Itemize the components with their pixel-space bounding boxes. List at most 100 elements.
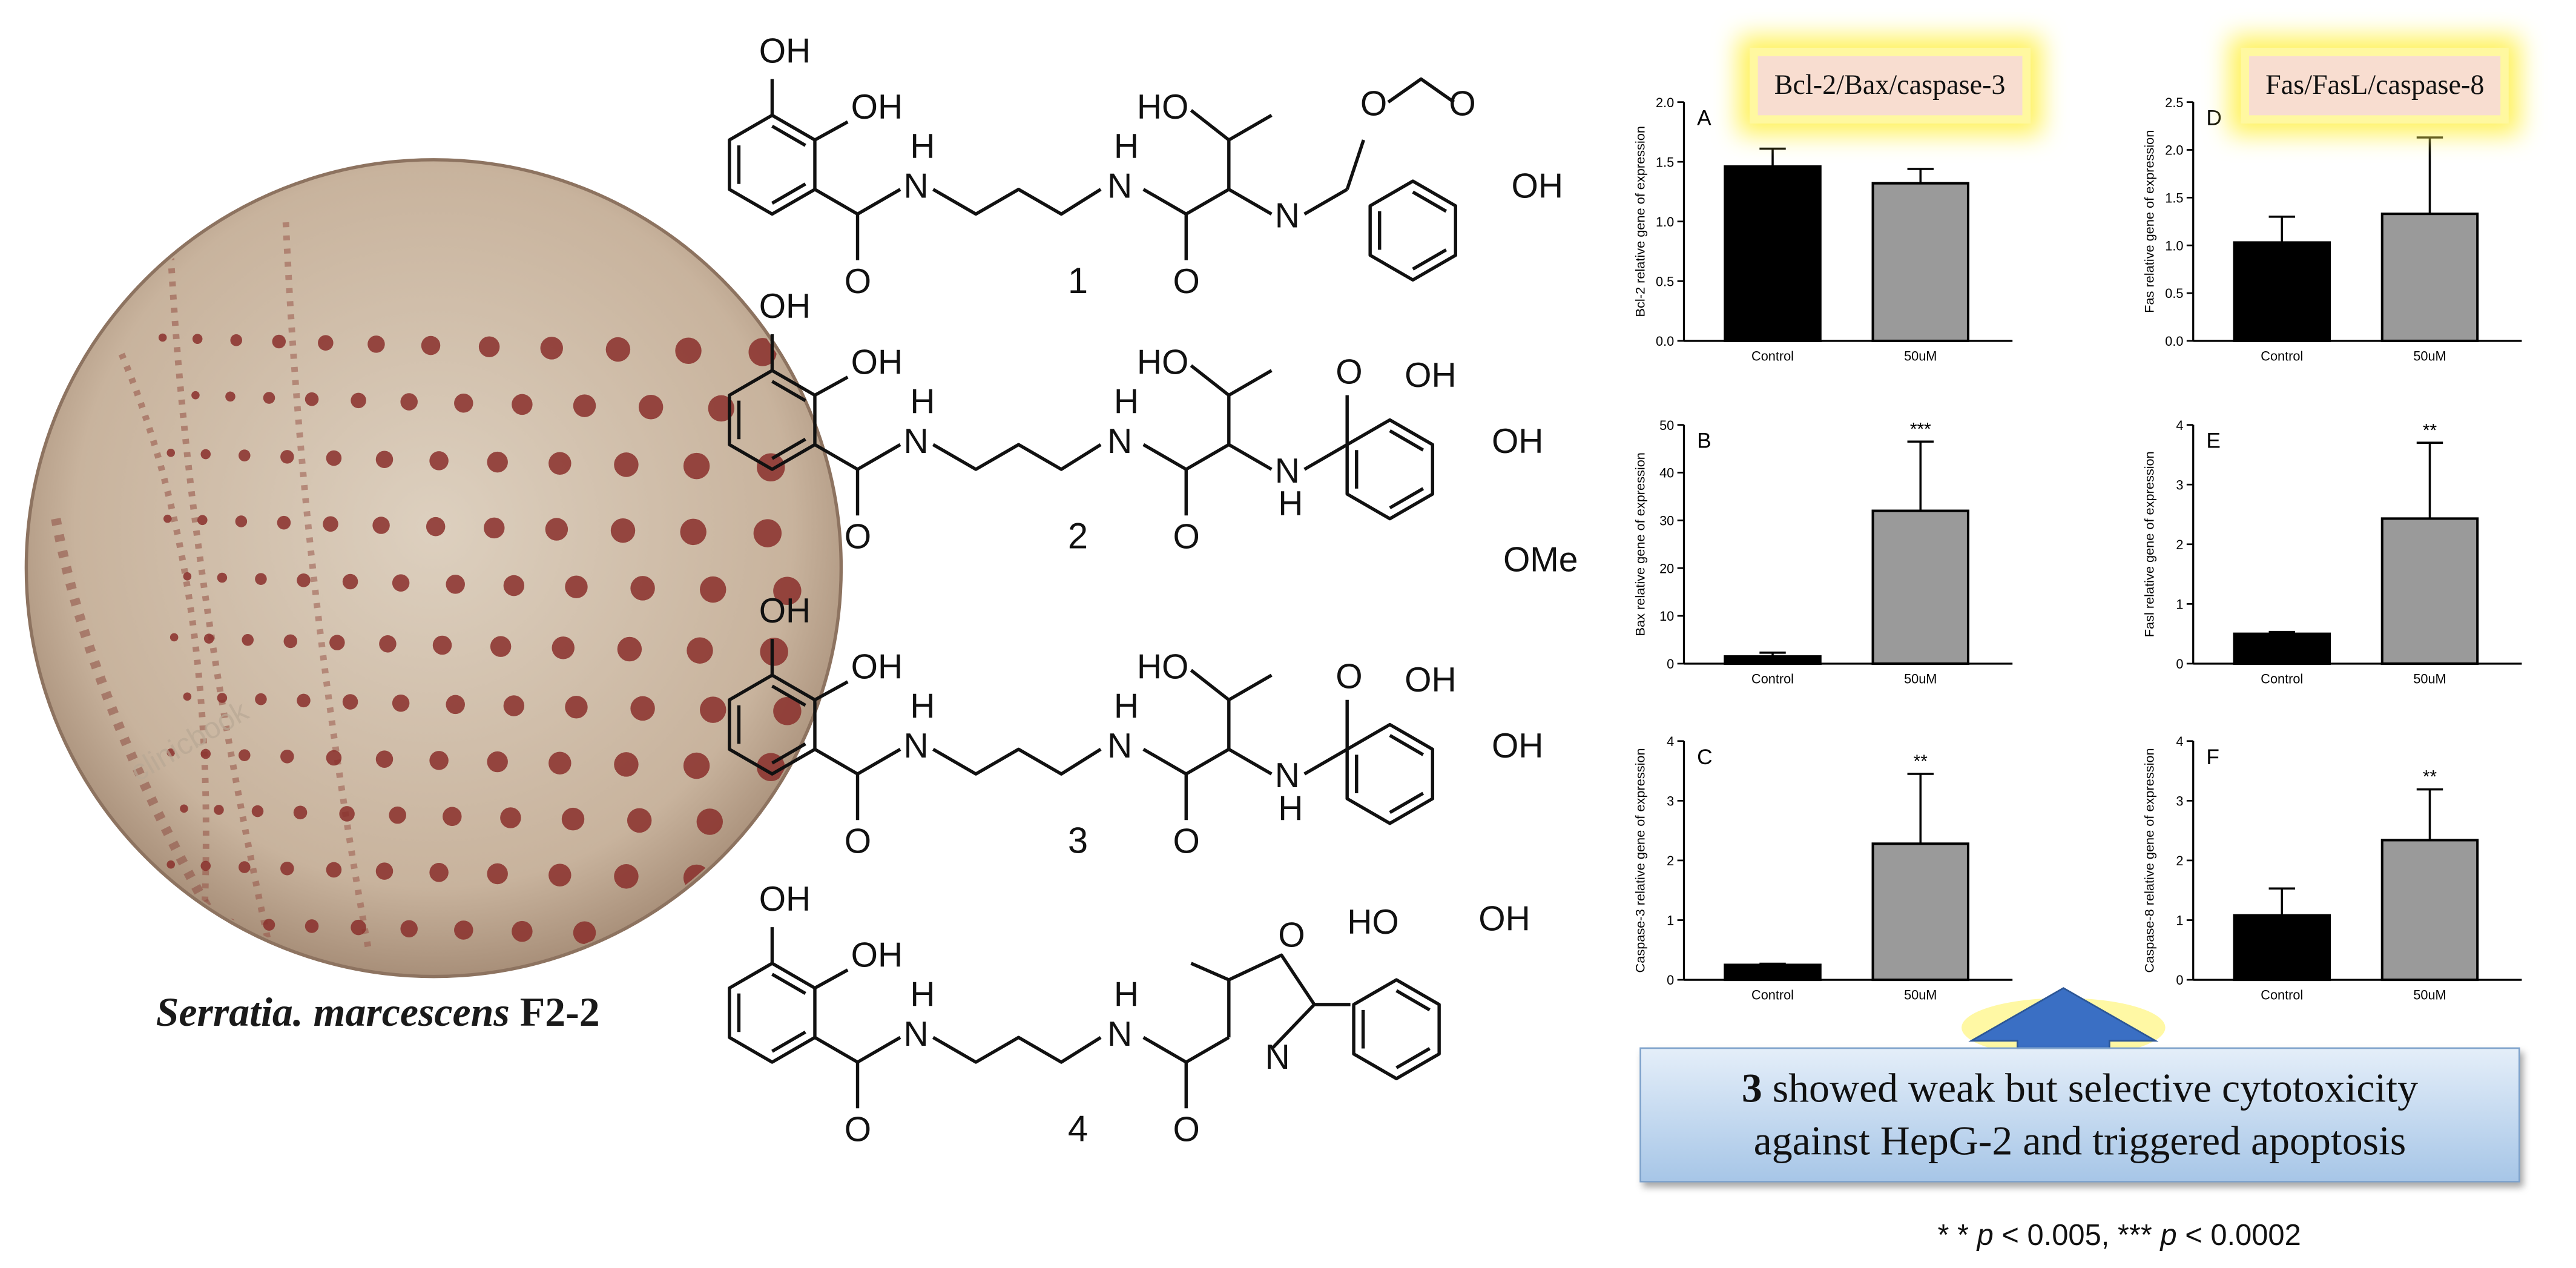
colony-dot [372, 517, 390, 534]
colony-dot [478, 336, 500, 357]
x-tick-label: 50uM [1904, 349, 1937, 364]
petri-dish-photo: clinicbook [24, 158, 843, 980]
panel-letter: E [2206, 429, 2221, 453]
colony-dot [326, 862, 342, 878]
y-tick-label: 1.5 [2165, 190, 2183, 205]
colony-dot [484, 517, 505, 539]
colony-dot [614, 452, 639, 477]
double-bond [771, 972, 806, 996]
colony-dot [638, 394, 664, 420]
colony-dot [400, 920, 418, 938]
bar-50uM [2380, 517, 2479, 665]
colony-dot [512, 394, 533, 415]
bond [1190, 669, 1230, 701]
x-tick-label: Control [2261, 672, 2303, 687]
y-axis-label: Fas relative gene of expression [2142, 130, 2157, 313]
x-tick-label: Control [1751, 988, 1794, 1003]
colony-dot [490, 636, 512, 657]
colony-dot [166, 449, 176, 457]
bond [857, 443, 901, 471]
atom-label-ho: HO [1137, 88, 1188, 127]
bond [1190, 364, 1230, 397]
colony-dot [630, 696, 655, 721]
benzene-ring [728, 369, 817, 471]
y-tick-label: 2.0 [1656, 95, 1674, 110]
up-arrow-icon [1962, 987, 2166, 1057]
colony-dot [573, 394, 596, 417]
atom-label-oh: OH [851, 936, 903, 974]
atom-label-h: H [910, 383, 935, 421]
colony-dot [375, 451, 394, 469]
y-tick-label: 0.5 [1656, 274, 1674, 289]
colony-dot [170, 633, 179, 642]
colony-dot [183, 572, 192, 581]
colony-dot [400, 393, 418, 411]
y-tick-label: 2 [1667, 853, 1674, 868]
colony-dot [249, 972, 257, 974]
y-tick-label: 40 [1659, 466, 1674, 481]
colony-dot [363, 974, 377, 980]
y-tick-label: 1.0 [1656, 214, 1674, 229]
organism-caption: Serratia. marcescens F2-2 [33, 991, 723, 1037]
colony-dot [342, 694, 358, 710]
bond [1228, 188, 1273, 216]
colony-dot [389, 806, 406, 824]
bond [1228, 443, 1273, 471]
atom-label-h: H [910, 127, 935, 166]
colony-dot [708, 395, 735, 422]
bar-50uM [2380, 839, 2479, 982]
panel-letter: B [1697, 429, 1711, 453]
x-tick-label: Control [1751, 349, 1794, 364]
atom-label-o: O [1173, 822, 1200, 861]
colony-dot [680, 518, 707, 546]
atom-label-n: N [904, 1015, 929, 1054]
atom-label-o: O [845, 262, 871, 301]
bond [1142, 188, 1188, 260]
colony-dot [326, 750, 342, 766]
colony-dot [696, 808, 723, 835]
atom-label-n: N [1265, 1038, 1290, 1077]
colony-dot [318, 335, 334, 351]
colony-dot [683, 452, 710, 480]
colony-dot [753, 519, 782, 547]
colony-dot [487, 863, 508, 885]
y-tick-label: 0 [2176, 656, 2183, 672]
colony-dot [683, 752, 710, 779]
colony-dot [214, 805, 224, 815]
atom-label-n: N [904, 167, 929, 205]
colony-dot [446, 695, 465, 715]
significance-note: * * p < 0.005, *** p < 0.0002 [1937, 1218, 2301, 1252]
colony-dot [297, 573, 311, 587]
x-tick-label: Control [2261, 988, 2303, 1003]
colony-dot [166, 860, 176, 869]
header-bcl2-bax-caspase3: Bcl-2/Bax/caspase-3 [1757, 56, 2022, 116]
colony-dot [675, 337, 702, 365]
x-tick-label: 50uM [1904, 672, 1937, 687]
atom-label-h: H [910, 976, 935, 1014]
colony-dot [432, 635, 452, 655]
bond [1228, 748, 1273, 776]
colony-dot [429, 751, 449, 770]
colony-dot [700, 576, 726, 603]
y-tick-label: 10 [1659, 609, 1674, 624]
colony-dot [342, 573, 358, 590]
double-bond [771, 124, 806, 147]
x-tick-label: Control [1751, 672, 1794, 687]
bond [814, 375, 849, 397]
colony-dot [158, 333, 167, 342]
atom-label-oh: OH [851, 647, 903, 686]
colony-dot [351, 919, 366, 936]
bond [857, 188, 901, 216]
double-bond [771, 684, 806, 707]
colony-dot [375, 750, 394, 768]
colony-dot [503, 575, 525, 596]
colony-dot [191, 391, 200, 400]
bond [814, 120, 849, 142]
bond [1227, 114, 1273, 190]
atom-label-o: O [1278, 916, 1305, 955]
colony-dot [614, 752, 639, 777]
colony-dot [773, 697, 802, 725]
bond [1185, 1035, 1230, 1064]
